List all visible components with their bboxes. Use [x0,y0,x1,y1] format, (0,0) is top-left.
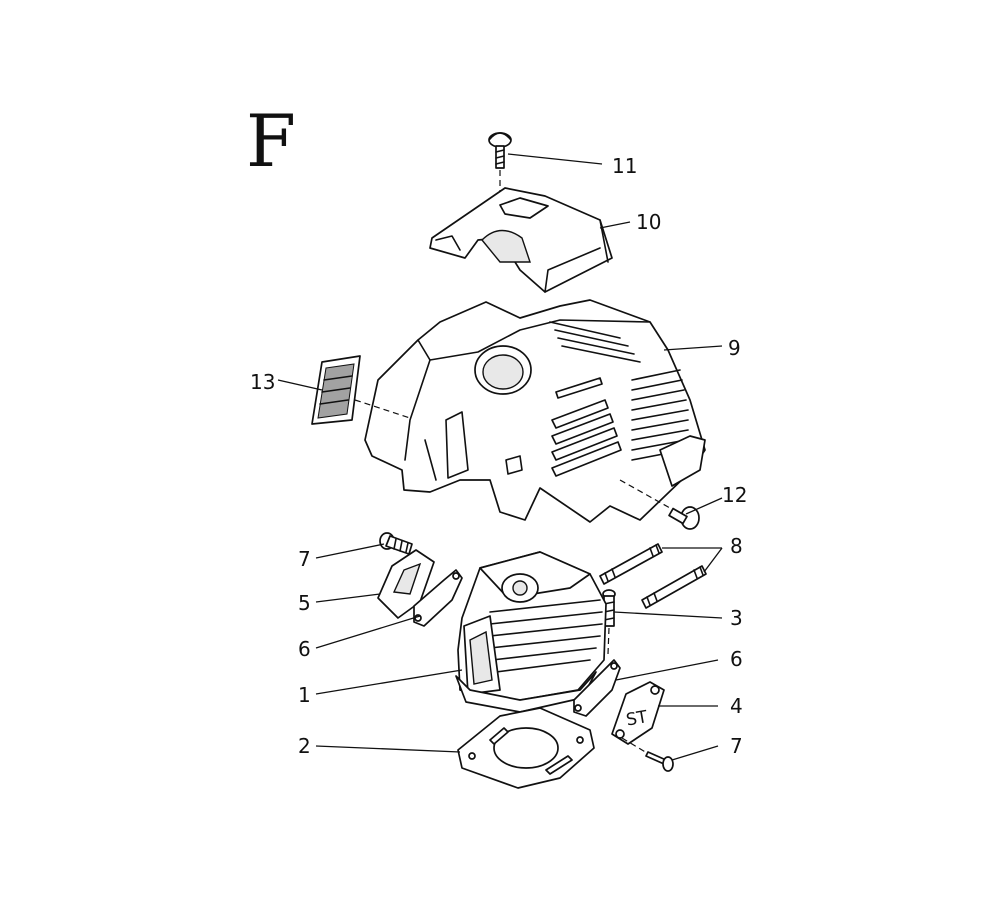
part-8-studs [599,543,707,609]
part-9-cylinder-cover [364,299,706,523]
callout-6-lower: 6 [730,647,743,671]
callout-7-lower: 7 [730,734,743,758]
part-12-screw [668,506,700,530]
section-letter: F [246,99,296,183]
part-13-filter-mesh [311,355,361,425]
part-6-lower-gasket [573,659,621,717]
callout-10: 10 [636,210,661,234]
part-1-cylinder [455,551,607,713]
callout-7-upper: 7 [298,547,311,571]
part-4-axis [621,737,653,757]
cover-badge-text: ST [625,707,650,730]
callout-9: 9 [728,336,741,360]
callout-12: 12 [722,483,747,507]
leader-lines [277,153,723,761]
part-11-screw [488,132,512,169]
part-10-top-cover [429,187,613,293]
part-4-cover-plate: ST [611,681,665,745]
part-3-axis [607,627,610,655]
callout-11: 11 [612,154,637,178]
callout-6-upper: 6 [298,637,311,661]
callout-4: 4 [730,694,743,718]
callout-13: 13 [250,370,275,394]
part-2-base-gasket [457,707,595,789]
part-7-upper-bolt [379,532,413,555]
callout-5: 5 [298,591,311,615]
callout-8: 8 [730,534,743,558]
callout-2: 2 [298,734,311,758]
part-7-lower-bolt [645,751,674,772]
part-6-upper-gasket [413,569,463,627]
callout-labels: 11 10 9 13 12 8 7 5 3 6 6 1 4 2 7 [250,154,747,758]
callout-1: 1 [298,683,311,707]
callout-3: 3 [730,606,743,630]
